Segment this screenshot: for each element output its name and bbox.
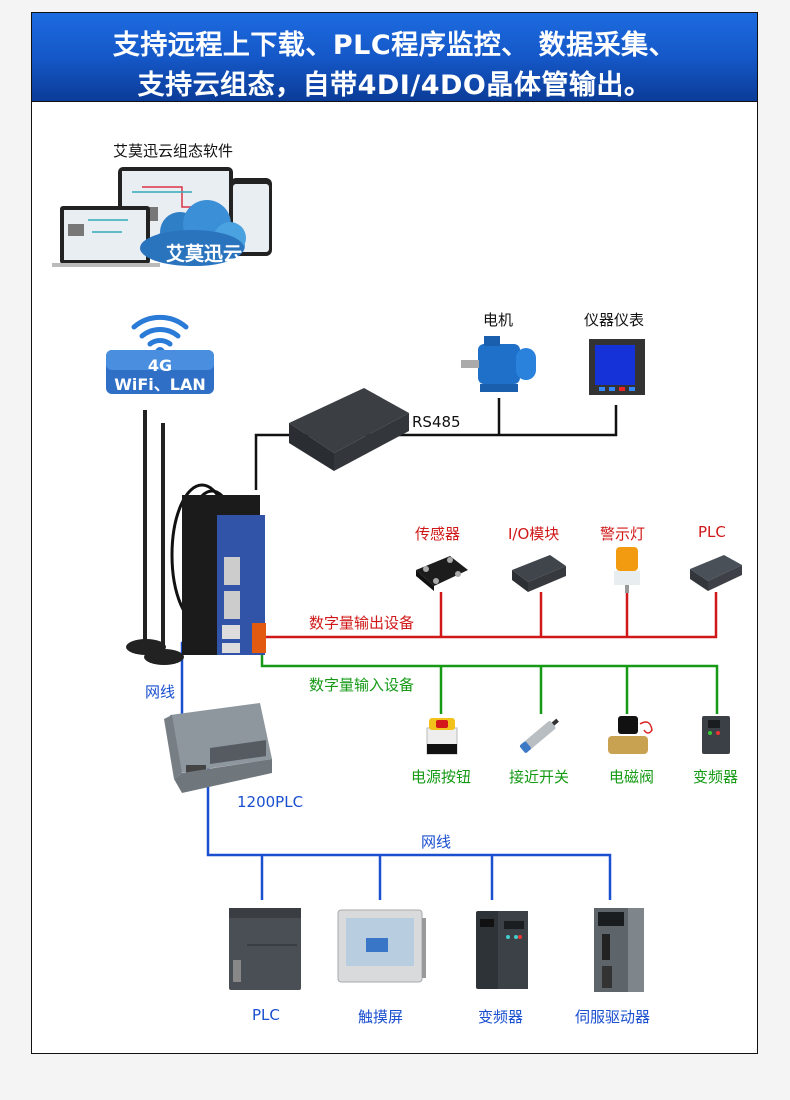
- input-switch-label: 接近开关: [509, 768, 570, 786]
- laptop-icon: [52, 206, 160, 267]
- digital-input-bus: [260, 645, 719, 714]
- power-meter-icon: [589, 339, 645, 395]
- cloud-icon: [140, 200, 246, 266]
- wifi-icon: [131, 314, 189, 347]
- input-vfd-icon: [702, 716, 730, 754]
- output-plc-icon: [690, 555, 742, 591]
- output-light-label: 警示灯: [600, 525, 646, 543]
- gateway-ethernet-label: 网线: [145, 683, 176, 701]
- ethernet-bus-label: 网线: [421, 833, 452, 851]
- connectivity-4g: 4G: [148, 356, 172, 375]
- meter-label: 仪器仪表: [584, 311, 645, 329]
- bottom-plc-label: PLC: [252, 1006, 280, 1024]
- banner-line-1: 支持远程上下载、PLC程序监控、 数据采集、: [112, 30, 677, 61]
- input-button-label: 电源按钮: [411, 768, 472, 786]
- cloud-brand-label: 艾莫迅云: [166, 242, 242, 265]
- input-valve-label: 电磁阀: [609, 768, 655, 786]
- servo-drive-icon: [594, 908, 644, 992]
- cloud-software-title: 艾莫迅云组态软件: [113, 142, 234, 160]
- output-sensor-label: 传感器: [415, 525, 461, 543]
- touch-screen-icon: [337, 909, 426, 983]
- bottom-vfd-icon: [476, 911, 528, 989]
- banner-line-2: 支持云组态，自带4DI/4DO晶体管输出。: [137, 70, 652, 101]
- header-banner: 支持远程上下载、PLC程序监控、 数据采集、 支持云组态，自带4DI/4DO晶体…: [31, 12, 758, 102]
- rs485-label: RS485: [412, 413, 461, 431]
- motor-icon: [461, 336, 536, 392]
- connectivity-badge: 4G WiFi、LAN: [106, 314, 214, 394]
- warning-light-icon: [614, 547, 640, 593]
- output-io-label: I/O模块: [508, 525, 560, 543]
- solid-state-relay-icon: [416, 556, 468, 591]
- touch-screen-label: 触摸屏: [358, 1008, 404, 1026]
- motor-label: 电机: [483, 311, 514, 329]
- plc-1200-label: 1200PLC: [237, 793, 304, 811]
- bottom-vfd-label: 变频器: [478, 1008, 524, 1026]
- rs485-module-device: [289, 388, 409, 471]
- cloud-devices-illustration: 艾莫迅云: [52, 167, 272, 267]
- io-module-icon: [512, 555, 566, 592]
- power-button-icon: [426, 718, 458, 755]
- plc-1200-icon: [164, 703, 272, 793]
- input-vfd-label: 变频器: [693, 768, 739, 786]
- bottom-plc-icon: [229, 908, 301, 990]
- rs485-wire: [254, 405, 618, 490]
- proximity-switch-icon: [519, 718, 559, 753]
- digital-input-bus-label: 数字量输入设备: [309, 676, 415, 694]
- antenna-icon: [126, 410, 184, 665]
- servo-drive-label: 伺服驱动器: [575, 1008, 651, 1026]
- connectivity-wifi-lan: WiFi、LAN: [114, 375, 206, 394]
- output-plc-label: PLC: [698, 523, 726, 541]
- solenoid-valve-icon: [608, 716, 653, 754]
- iot-gateway-device: [126, 410, 266, 665]
- digital-output-bus-label: 数字量输出设备: [309, 614, 415, 632]
- ethernet-bus: [206, 760, 612, 900]
